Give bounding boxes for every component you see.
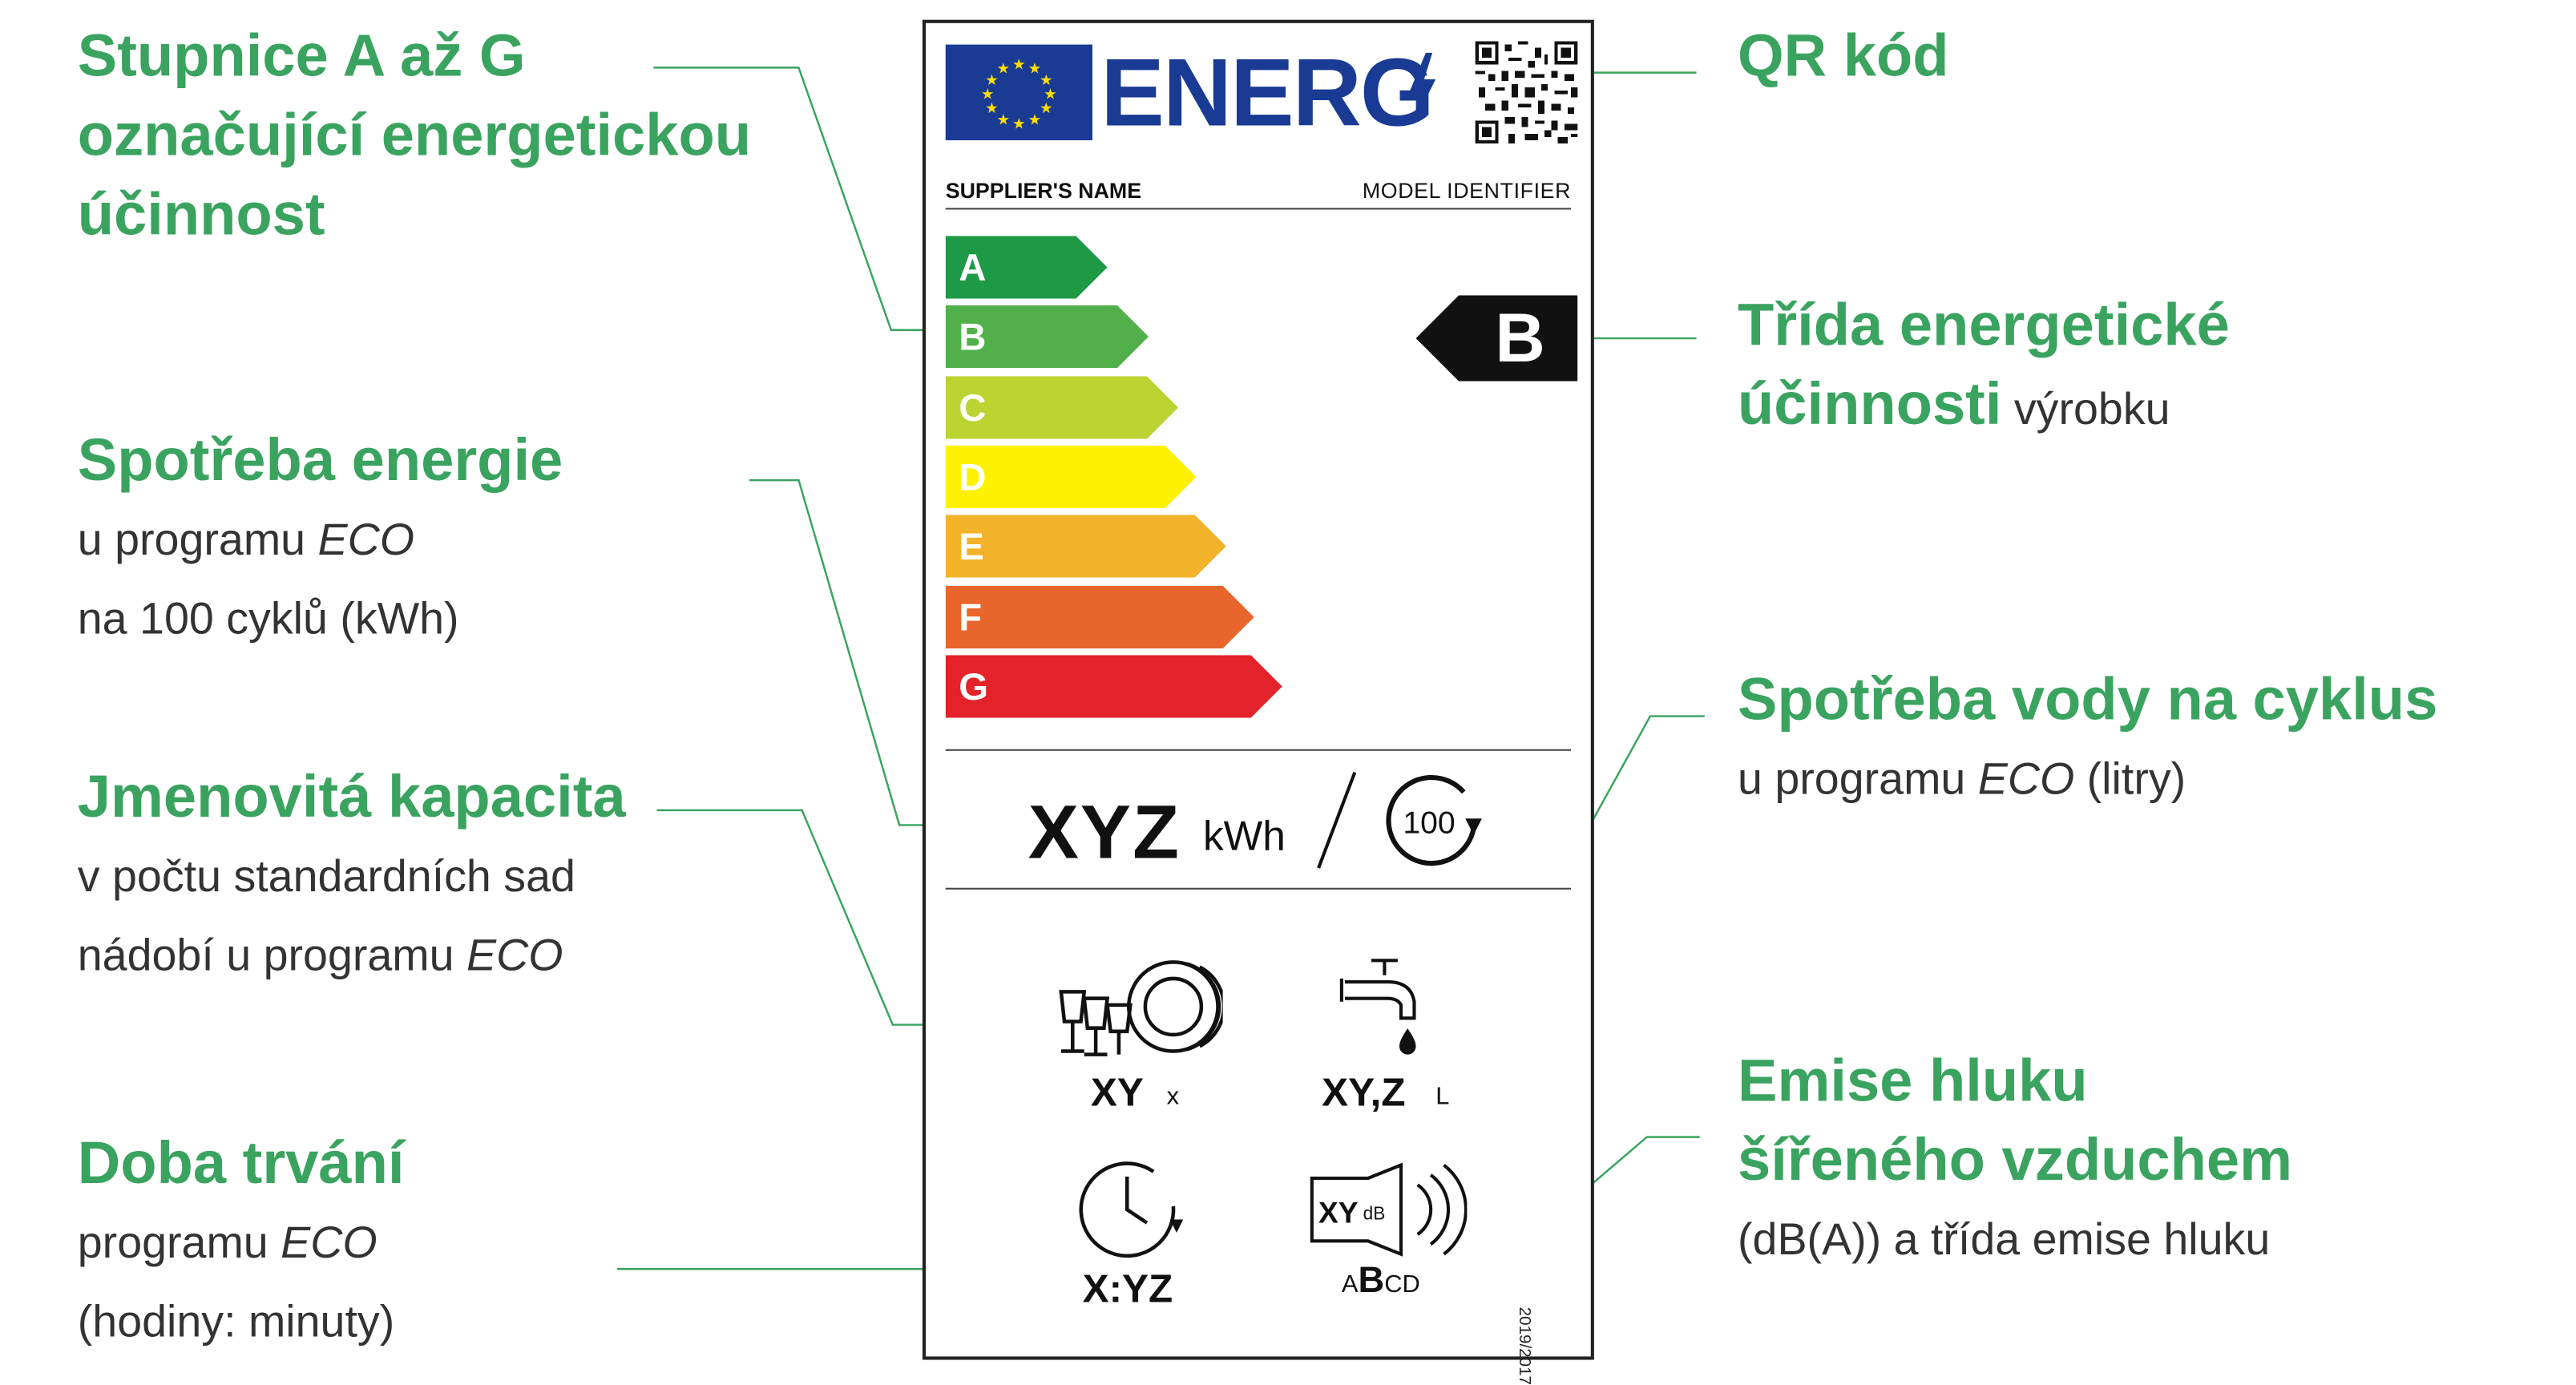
scale-bar-a: A <box>945 236 1108 299</box>
callout-qr: QR kód <box>1738 17 1949 96</box>
scale-bar-g-shape <box>945 655 1282 718</box>
scale-bar-c-shape <box>945 376 1179 439</box>
speaker-icon <box>1310 1162 1468 1257</box>
energy-unit: kWh <box>1202 814 1286 860</box>
scale-bar-d: D <box>945 445 1197 509</box>
noise-class-a: A <box>1341 1270 1359 1299</box>
divider-top <box>945 208 1572 210</box>
svg-text:★: ★ <box>997 61 1011 78</box>
scale-letter-g: G <box>959 664 989 709</box>
dishes-icon <box>1059 960 1223 1056</box>
callout-energy-heading: Spotřeba energie <box>77 426 563 494</box>
scale-bar-f-shape <box>945 585 1254 649</box>
noise-unit: dB <box>1363 1204 1386 1225</box>
duration-value: X:YZ <box>1082 1267 1173 1312</box>
callout-duration-line1: programu ECO <box>77 1217 378 1268</box>
callout-water: Spotřeba vody na cyklus u programu ECO (… <box>1738 660 2437 819</box>
callout-capacity-line2: nádobí u programu ECO <box>77 931 563 980</box>
noise-class-scale: ABCD <box>1341 1258 1420 1306</box>
callout-energy-line1: u programu ECO <box>77 515 414 565</box>
svg-text:★: ★ <box>1044 87 1057 103</box>
callout-duration: Doba trvání programu ECO (hodiny: minuty… <box>78 1124 405 1361</box>
connector-scale <box>653 67 944 332</box>
callout-capacity: Jmenovitá kapacita v počtu standardních … <box>78 757 626 995</box>
efficiency-scale: A B C D E F G <box>945 236 1309 731</box>
callout-scale-heading-3: účinnost <box>77 180 325 248</box>
scale-letter-e: E <box>959 524 984 568</box>
svg-text:★: ★ <box>1028 61 1042 78</box>
scale-bar-g: G <box>945 655 1282 718</box>
noise-class-b: B <box>1358 1258 1385 1301</box>
callout-class: Třída energetické účinnosti výrobku <box>1738 285 2230 449</box>
callout-qr-heading: QR kód <box>1738 21 1949 90</box>
scale-letter-c: C <box>959 386 987 430</box>
capacity-value: XY <box>1090 1071 1144 1116</box>
callout-noise: Emise hluku šířeného vzduchem (dB(A)) a … <box>1738 1041 2292 1278</box>
eu-flag-icon: ★★★ ★★★ ★★★ ★★★ <box>945 44 1092 141</box>
scale-bar-d-shape <box>945 445 1197 509</box>
callout-scale-heading-2: označující energetickou <box>77 100 752 169</box>
scale-bar-f: F <box>945 585 1254 649</box>
lightning-icon <box>1403 50 1439 149</box>
callout-scale-heading-1: Stupnice A až G <box>77 21 526 90</box>
callout-noise-heading-2: šířeného vzduchem <box>1738 1125 2293 1193</box>
cycles-icon: 100 <box>1386 775 1482 866</box>
energy-value: XYZ <box>1028 789 1181 875</box>
scale-letter-b: B <box>959 315 987 358</box>
tap-icon <box>1339 959 1416 1055</box>
scale-bar-c: C <box>945 376 1179 439</box>
qr-code-icon <box>1475 41 1578 144</box>
svg-text:★: ★ <box>985 100 999 117</box>
callout-class-suffix: výrobku <box>2001 384 2170 434</box>
noise-class-c: CD <box>1384 1270 1420 1299</box>
callout-noise-heading-1: Emise hluku <box>1738 1046 2088 1114</box>
callout-energy: Spotřeba energie u programu ECO na 100 c… <box>78 421 563 658</box>
svg-text:★: ★ <box>1012 56 1026 73</box>
divider-lower <box>945 887 1572 890</box>
slash-separator <box>1317 771 1357 869</box>
callout-class-heading-2: účinnosti <box>1738 369 2002 438</box>
svg-text:★: ★ <box>1012 116 1026 133</box>
callout-noise-line1: (dB(A)) a třída emise hluku <box>1738 1214 2271 1265</box>
svg-text:★: ★ <box>985 72 999 89</box>
divider-middle <box>945 749 1572 751</box>
energy-label: ★★★ ★★★ ★★★ ★★★ ENERG <box>922 19 1594 1385</box>
callout-water-heading: Spotřeba vody na cyklus <box>1738 664 2438 733</box>
scale-letter-a: A <box>959 245 987 289</box>
current-class-letter: B <box>1495 298 1545 377</box>
scale-bar-e: E <box>945 515 1226 578</box>
callout-capacity-heading: Jmenovitá kapacita <box>77 762 626 830</box>
callout-class-heading-1: Třída energetické <box>1738 290 2230 358</box>
noise-value: XY <box>1318 1196 1359 1230</box>
callout-water-line1: u programu ECO (litry) <box>1738 753 2186 804</box>
callout-energy-line2: na 100 cyklů (kWh) <box>77 594 459 644</box>
callout-scale: Stupnice A až G označující energetickou … <box>78 17 751 254</box>
scale-letter-d: D <box>959 455 987 499</box>
capacity-unit: x <box>1166 1082 1180 1111</box>
model-identifier: MODEL IDENTIFIER <box>1362 178 1572 204</box>
regulation-number: 2019/2017 <box>1515 1306 1533 1385</box>
current-class-arrow: B <box>1415 295 1578 382</box>
scale-letter-f: F <box>959 596 983 639</box>
energ-wordmark: ENERG <box>1100 39 1434 147</box>
svg-text:★: ★ <box>1028 111 1042 128</box>
callout-capacity-line1: v počtu standardních sad <box>77 851 575 902</box>
callout-class-heading-2-row: účinnosti výrobku <box>1738 365 2230 449</box>
clock-icon <box>1079 1161 1184 1258</box>
water-unit: L <box>1435 1082 1450 1111</box>
svg-text:★: ★ <box>1040 100 1053 117</box>
water-value: XY,Z <box>1322 1071 1406 1116</box>
svg-text:★: ★ <box>997 111 1011 128</box>
scale-bar-b: B <box>945 305 1149 369</box>
supplier-name: SUPPLIER'S NAME <box>945 178 1142 204</box>
scale-bar-b-shape <box>945 305 1149 369</box>
scale-bar-e-shape <box>945 515 1226 578</box>
svg-text:★: ★ <box>981 87 995 103</box>
callout-duration-line2: (hodiny: minuty) <box>77 1297 395 1347</box>
callout-duration-heading: Doba trvání <box>77 1129 405 1197</box>
cycles-count: 100 <box>1403 806 1455 841</box>
svg-text:★: ★ <box>1040 72 1053 89</box>
scale-bar-a-shape <box>945 236 1108 299</box>
